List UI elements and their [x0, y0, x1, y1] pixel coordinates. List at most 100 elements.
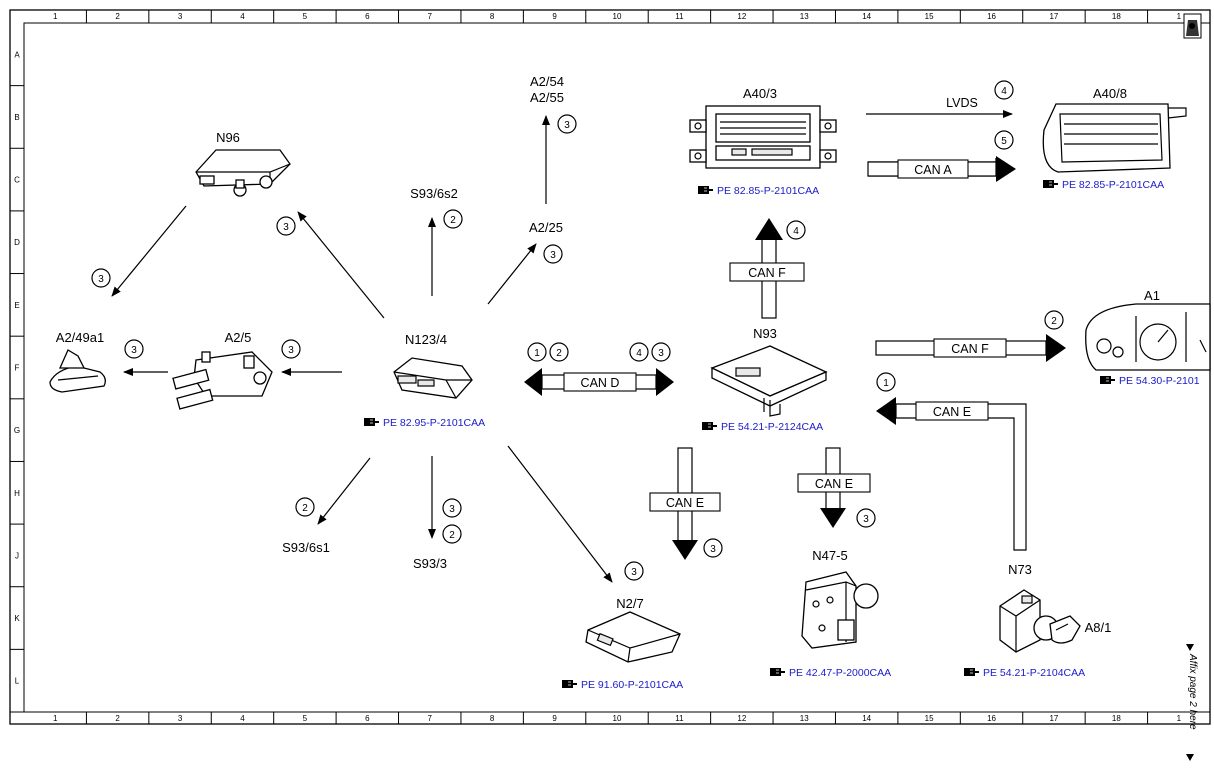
grid-column-label: 13 [800, 714, 809, 723]
grid-column-label: 9 [552, 12, 557, 21]
svg-text:4: 4 [636, 348, 642, 359]
n2-7-module[interactable] [585, 611, 681, 663]
svg-text:PE 54.30-P-2101: PE 54.30-P-2101 [1119, 375, 1200, 387]
reference-n2-7[interactable]: PE 91.60-P-2101CAA [561, 679, 683, 691]
pointing-hand-icon [697, 185, 714, 195]
a40-8-label: A40/8 [1093, 86, 1127, 101]
marker-can-e-left: 1 [876, 372, 896, 392]
a1-instrument-cluster[interactable] [1085, 303, 1211, 371]
marker-can-d-2: 2 [549, 342, 569, 362]
can-a-bus [867, 156, 1016, 182]
marker-n96-out: 3 [91, 268, 111, 288]
grid-row-label: G [14, 426, 20, 435]
grid-column-label: 1 [53, 12, 58, 21]
n47-5-unit[interactable] [801, 571, 879, 649]
page-tab-icon [1183, 13, 1202, 39]
pointing-hand-icon [701, 421, 718, 431]
reference-n47-5[interactable]: PE 42.47-P-2000CAA [769, 667, 891, 679]
marker-a2-5-in: 3 [281, 339, 301, 359]
n96-module[interactable] [195, 149, 291, 197]
a2-25-label: A2/25 [529, 220, 563, 235]
grid-row-label: C [14, 176, 20, 185]
grid-column-label: 16 [987, 714, 996, 723]
affix-arrow-top-icon [1186, 644, 1194, 651]
n73-ignition-switch[interactable] [999, 589, 1059, 653]
n2-7-label: N2/7 [616, 596, 643, 611]
a2-5-splitter[interactable] [172, 351, 273, 410]
reference-n93[interactable]: PE 54.21-P-2124CAA [701, 421, 823, 433]
svg-text:3: 3 [449, 504, 455, 515]
connection-lines [111, 110, 1013, 583]
grid-column-label: 12 [737, 714, 746, 723]
grid-column-label: 10 [613, 12, 622, 21]
n93-module[interactable] [710, 345, 828, 417]
grid-row-label: L [15, 677, 20, 686]
a8-1-key[interactable] [1049, 615, 1081, 644]
svg-text:3: 3 [550, 250, 556, 261]
reference-n73[interactable]: PE 54.21-P-2104CAA [963, 667, 1085, 679]
n93-label: N93 [753, 326, 777, 341]
svg-text:3: 3 [288, 345, 294, 356]
grid-column-label: 17 [1049, 714, 1058, 723]
reference-a40-3[interactable]: PE 82.85-P-2101CAA [697, 185, 819, 197]
grid-column-label: 4 [240, 714, 245, 723]
grid-column-label: 4 [240, 12, 245, 21]
pointing-hand-icon [363, 417, 380, 427]
svg-text:3: 3 [658, 348, 664, 359]
pointing-hand-icon [769, 667, 786, 677]
can-f-up-label: CAN F [748, 266, 786, 280]
grid-column-label: 18 [1112, 714, 1121, 723]
reference-a1[interactable]: PE 54.30-P-2101 [1099, 375, 1200, 387]
grid-row-label: F [15, 364, 20, 373]
grid-row-label: E [14, 301, 19, 310]
svg-text:3: 3 [98, 274, 104, 285]
n47-5-label: N47-5 [812, 548, 847, 563]
can-d-bus [524, 368, 674, 396]
svg-text:2: 2 [449, 530, 455, 541]
marker-can-d-1: 1 [527, 342, 547, 362]
svg-text:1: 1 [883, 378, 889, 389]
a2-49a1-label: A2/49a1 [56, 330, 104, 345]
a2-49a1-antenna[interactable] [49, 349, 106, 393]
reference-n123-4[interactable]: PE 82.95-P-2101CAA [363, 417, 485, 429]
grid-column-label: 10 [613, 714, 622, 723]
reference-a40-8[interactable]: PE 82.85-P-2101CAA [1042, 179, 1164, 191]
grid-column-label: 13 [800, 12, 809, 21]
pointing-hand-icon [561, 679, 578, 689]
a40-3-unit[interactable] [689, 105, 837, 169]
marker-a2-25: 3 [543, 244, 563, 264]
grid-column-label: 18 [1112, 12, 1121, 21]
svg-text:3: 3 [131, 345, 137, 356]
grid-row-label: H [14, 489, 20, 498]
svg-text:5: 5 [1001, 136, 1007, 147]
a2-55-label: A2/55 [530, 90, 564, 105]
can-e-left-label: CAN E [933, 405, 971, 419]
a2-54-label: A2/54 [530, 74, 564, 89]
svg-text:3: 3 [863, 514, 869, 525]
marker-s93-6s2: 2 [443, 209, 463, 229]
svg-text:PE 54.21-P-2124CAA: PE 54.21-P-2124CAA [721, 421, 823, 433]
marker-lvds: 4 [994, 80, 1014, 100]
grid-row-label: J [15, 551, 19, 560]
grid-column-label: 14 [862, 714, 871, 723]
svg-text:PE 82.95-P-2101CAA: PE 82.95-P-2101CAA [383, 417, 485, 429]
n123-4-label: N123/4 [405, 332, 447, 347]
n73-label: N73 [1008, 562, 1032, 577]
n123-4-module[interactable] [393, 357, 473, 399]
grid-column-label: 5 [303, 12, 308, 21]
grid-column-label: 9 [552, 714, 557, 723]
a40-8-display[interactable] [1042, 103, 1187, 173]
can-e-n47-label: CAN E [815, 477, 853, 491]
grid-column-label: 2 [115, 714, 120, 723]
a2-5-label: A2/5 [225, 330, 252, 345]
marker-s93-6s1: 2 [295, 497, 315, 517]
pointing-hand-icon [1099, 375, 1116, 385]
grid-column-label: 1 [1177, 12, 1182, 21]
grid-column-label: 7 [428, 12, 433, 21]
can-a-label: CAN A [914, 163, 952, 177]
svg-text:4: 4 [1001, 86, 1007, 97]
grid-column-label: 7 [428, 714, 433, 723]
